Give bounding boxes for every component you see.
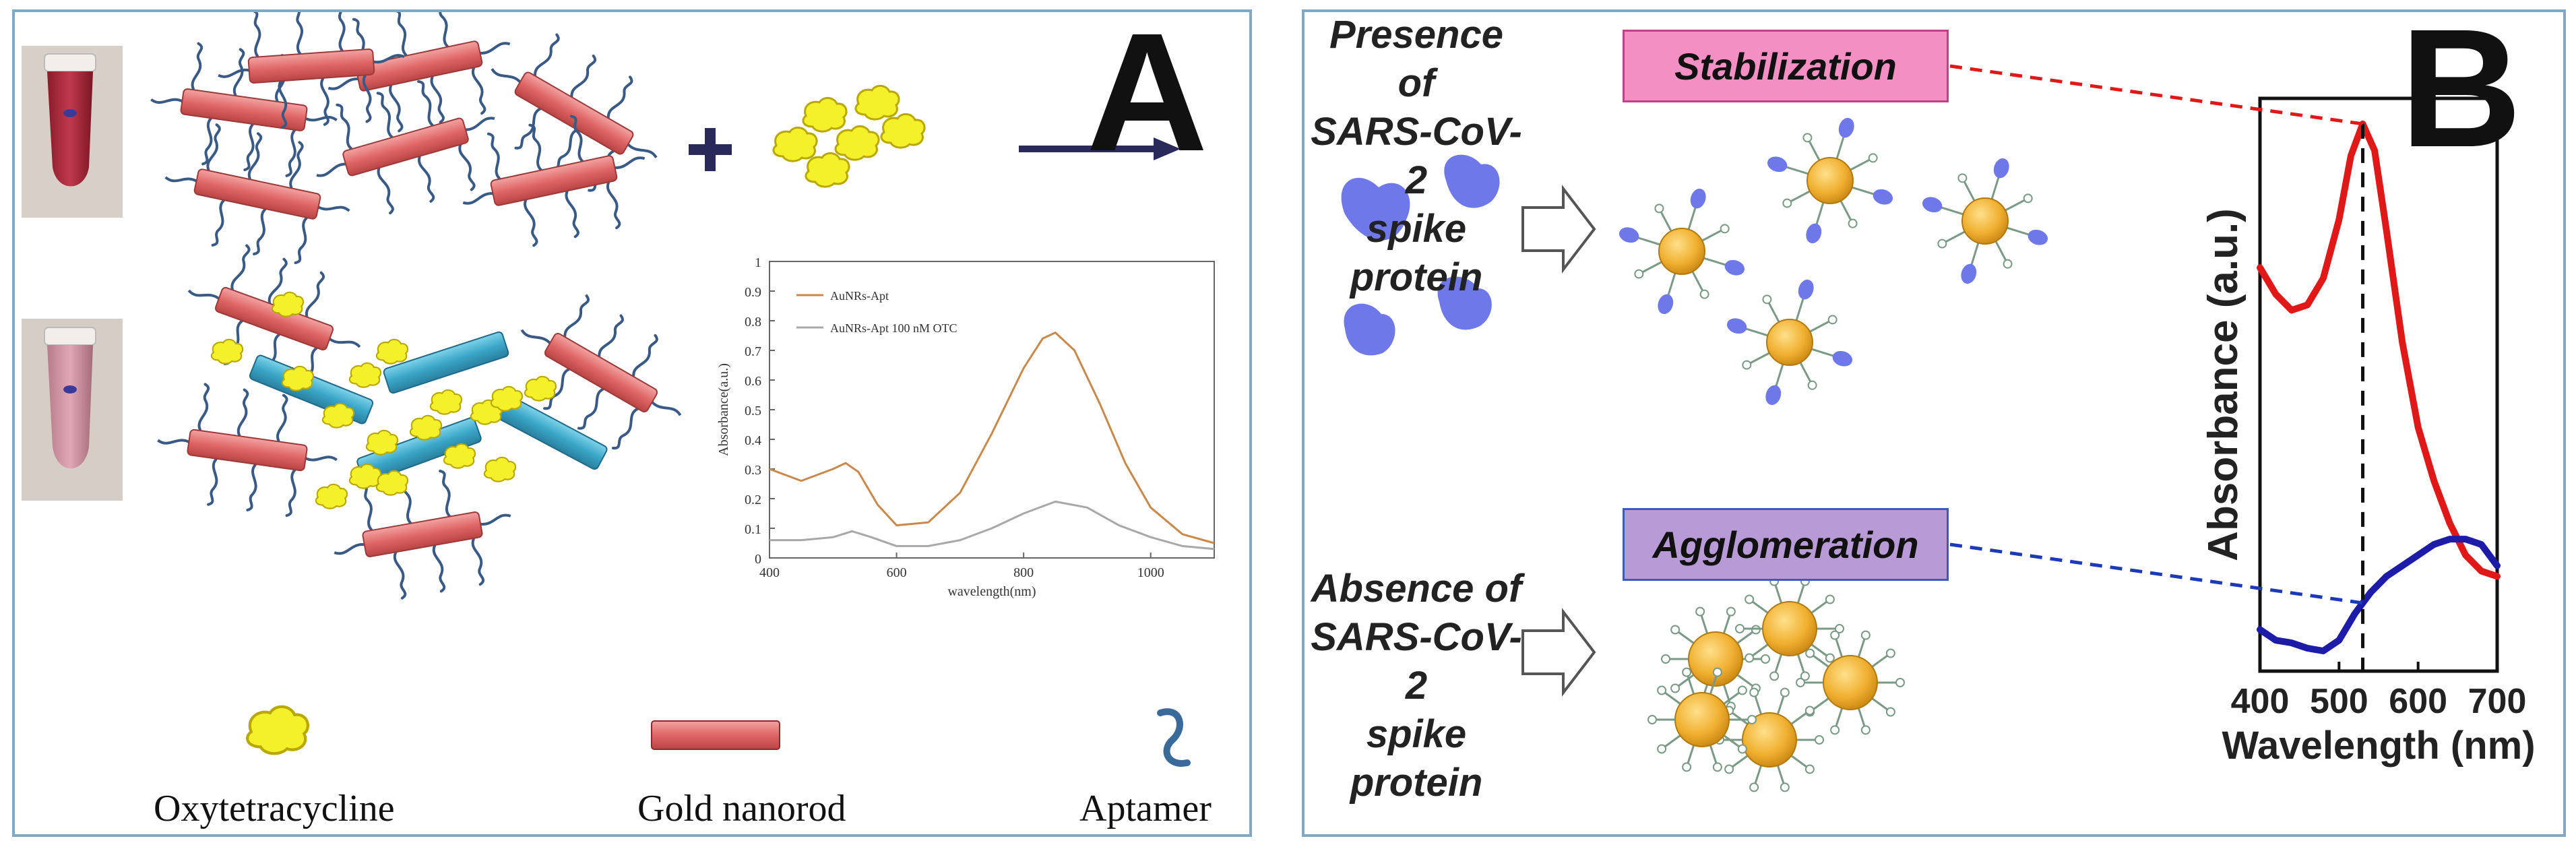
legend-label-aptamer: Aptamer [1079, 788, 1212, 829]
agglomeration-connector [1949, 542, 2363, 605]
oxytetracycline-molecule [271, 291, 305, 317]
tube-photo-bottom [22, 319, 123, 501]
oxytetracycline-molecule [483, 456, 517, 482]
inset-x-tick-label: 600 [887, 565, 907, 580]
inset-x-tick-label: 1000 [1137, 565, 1164, 580]
presence-of-spike-protein-text: Presence of SARS-CoV-2 spike protein [1309, 12, 1524, 302]
inset-y-tick-label: 0.4 [745, 433, 761, 448]
plus-icon [689, 128, 732, 171]
absence-line-2: SARS-CoV-2 [1311, 615, 1522, 708]
agglomerated-gold-nanoparticles [1647, 576, 1905, 792]
stabilized-gold-nanoparticles [1619, 117, 2048, 406]
aptamer-gold-nanorods-top [150, 12, 658, 264]
inset-legend-entry: AuNRs-Apt 100 nM OTC [830, 321, 957, 335]
arrow-right-icon [1521, 608, 1596, 697]
agglomerated-nanoparticle [1715, 687, 1824, 792]
inset-y-tick-label: 0.6 [745, 374, 761, 389]
spectrum-line [2257, 536, 2501, 654]
stabilization-connector [1949, 64, 2363, 126]
absence-line-3: spike protein [1350, 712, 1483, 805]
oxytetracycline-molecule [429, 389, 463, 415]
inset-y-tick-label: 0.1 [745, 522, 761, 537]
stabilized-nanoparticle [1726, 279, 1853, 406]
inset-y-tick-label: 0 [755, 552, 761, 567]
presence-line-1: Presence of [1329, 13, 1503, 105]
x-tick-label: 600 [2389, 682, 2447, 721]
aptamer-legend-icon [1157, 708, 1191, 767]
aptamer-nanorod [157, 383, 338, 517]
absence-of-spike-protein-text: Absence of SARS-CoV-2 spike protein [1309, 565, 1524, 807]
oxytetracycline-molecule [524, 375, 557, 402]
oxytetracycline-molecule [281, 365, 315, 391]
arrow-right-icon [1521, 185, 1596, 274]
stabilized-nanoparticle [1767, 117, 1893, 244]
legend-label-gold-nanorod: Gold nanorod [637, 788, 846, 829]
oxytetracycline-molecule [443, 443, 476, 469]
x-tick-label: 400 [2231, 682, 2290, 721]
oxytetracycline-molecule [375, 338, 409, 365]
oxytetracycline-molecule [490, 385, 524, 412]
oxytetracycline-legend-icon [247, 707, 308, 754]
aptamer-nanorod [334, 470, 511, 600]
oxytetracycline-molecule [365, 429, 399, 456]
panel-a: 0 0.1 0.2 0.3 0.4 0.5 0.6 0.7 0.8 0.9 1 400 600 800 10… [12, 9, 1252, 837]
agglomeration-label: Agglomeration [1623, 508, 1949, 581]
aptamer-nanorod [316, 80, 495, 215]
inset-x-tick-label: 800 [1013, 565, 1034, 580]
spectrum-line [2257, 120, 2501, 580]
stabilization-label: Stabilization [1623, 30, 1949, 102]
tube-photo-top [22, 46, 123, 218]
spike-protein-blobs [1341, 154, 1500, 356]
inset-x-tick-label: 400 [759, 565, 780, 580]
inset-series-line [769, 332, 1215, 544]
legend-label-oxytetracycline: Oxytetracycline [154, 788, 395, 829]
absence-line-1: Absence of [1311, 567, 1522, 610]
inset-absorbance-chart: 0 0.1 0.2 0.3 0.4 0.5 0.6 0.7 0.8 0.9 1 400 600 800 10… [709, 248, 1228, 599]
x-axis-label: Wavelength (nm) [2222, 724, 2535, 767]
inset-y-tick-label: 0.7 [745, 344, 761, 359]
oxytetracycline-molecules [772, 84, 926, 188]
presence-line-2: SARS-CoV-2 [1311, 110, 1522, 202]
inset-y-tick-label: 0.2 [745, 493, 761, 507]
inset-y-axis-label: Absorbance(a.u.) [716, 363, 731, 456]
panel-b-letter: B [2400, 9, 2522, 182]
stabilized-nanoparticle [1922, 158, 2048, 284]
aggregated-nanorod [383, 331, 509, 394]
inset-y-tick-label: 0.3 [745, 463, 761, 478]
panel-a-illustration: 0 0.1 0.2 0.3 0.4 0.5 0.6 0.7 0.8 0.9 1 400 600 800 10… [22, 12, 1228, 767]
aptamer-nanorod [218, 12, 405, 129]
inset-y-tick-label: 1 [755, 255, 761, 270]
inset-series-line [769, 500, 1215, 551]
aptamer-nanorod [164, 123, 350, 264]
agglomerated-nanoparticle [1647, 667, 1757, 772]
inset-x-axis-label: wavelength(nm) [947, 584, 1036, 599]
agglomerated-nanoparticle [1661, 606, 1770, 712]
inset-y-tick-label: 0.5 [745, 404, 761, 418]
panel-a-letter: A [1086, 9, 1208, 186]
x-tick-label: 700 [2468, 682, 2527, 721]
gold-nanorod-legend-icon [651, 720, 780, 750]
aptamer-nanorod [520, 294, 682, 449]
oxytetracycline-molecule [348, 362, 382, 388]
inset-legend-entry: AuNRs-Apt [830, 289, 889, 303]
inset-y-tick-label: 0.8 [745, 315, 761, 330]
y-axis-label: Absorbance (a.u.) [2200, 208, 2247, 561]
oxytetracycline-molecule [375, 470, 409, 496]
oxytetracycline-molecule [315, 483, 348, 509]
presence-line-3: spike protein [1350, 207, 1483, 299]
arrow-right-icon [1019, 137, 1181, 160]
oxytetracycline-molecule [409, 414, 443, 441]
stabilized-nanoparticle [1619, 188, 1745, 315]
oxytetracycline-molecule [348, 463, 382, 489]
inset-y-tick-label: 0.9 [745, 285, 761, 300]
aptamer-nanorod [150, 42, 338, 177]
x-tick-label: 500 [2310, 682, 2368, 721]
aptamer-nanorod [462, 115, 646, 247]
oxytetracycline-molecule [321, 402, 355, 429]
oxytetracycline-molecule [210, 338, 244, 365]
aggregated-nanorods-bottom [157, 244, 682, 600]
